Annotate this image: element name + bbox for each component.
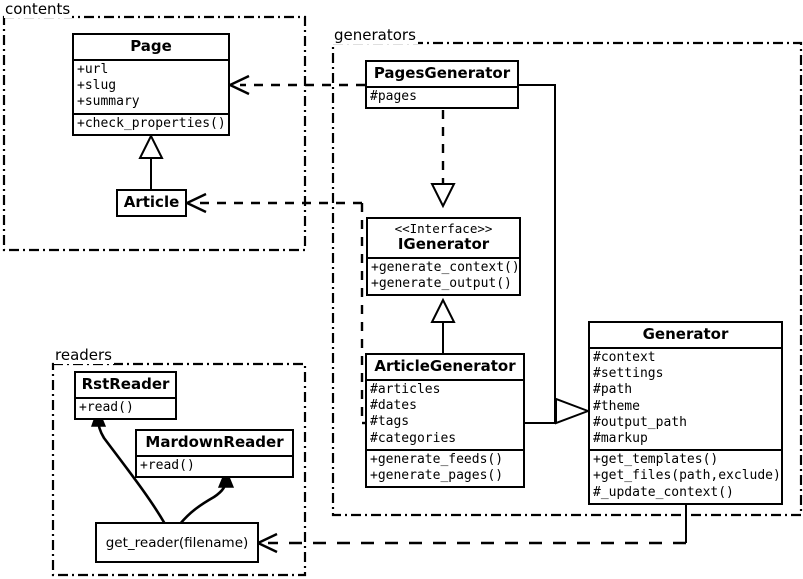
class-mardown-reader-operations: +read(): [137, 455, 292, 476]
class-mardown-reader-title: MardownReader: [145, 433, 284, 451]
readers-package-border: [51, 362, 307, 577]
attribute: #theme: [593, 398, 640, 414]
generators-package-border: [331, 41, 803, 517]
realization-pagesgenerator-igenerator: [430, 110, 456, 209]
class-page[interactable]: Page +url +slug +summary +check_properti…: [72, 33, 230, 136]
class-page-attributes: +url +slug +summary: [74, 59, 228, 113]
attribute: #path: [593, 382, 633, 398]
class-igenerator-operations: +generate_context() +generate_output(): [368, 257, 520, 294]
operation: +generate_context(): [371, 260, 520, 275]
generalization-article-page: [138, 133, 164, 190]
class-page-title: Page: [130, 37, 172, 55]
operation: #_update_context(): [593, 484, 734, 500]
class-rst-reader-title: RstReader: [81, 375, 170, 393]
class-article-title: Article: [123, 193, 180, 211]
operation: +read(): [79, 400, 134, 415]
operation: +generate_feeds(): [370, 451, 504, 467]
operation: +get_files(path,exclude): [593, 468, 781, 484]
class-article-generator[interactable]: ArticleGenerator #articles #dates #tags …: [365, 353, 525, 489]
class-igenerator-stereotype: <<Interface>>: [394, 221, 493, 236]
attribute: #categories: [370, 430, 457, 446]
operation: +check_properties(): [77, 115, 226, 131]
class-igenerator-header: <<Interface>> IGenerator: [368, 219, 519, 257]
attribute: #context: [593, 350, 656, 365]
generalization-articlegenerator-generator: [525, 397, 591, 425]
dependency-generator-getreader: [255, 503, 687, 554]
class-mardown-reader[interactable]: MardownReader +read(): [135, 429, 294, 479]
class-generator-title: Generator: [642, 325, 729, 343]
generators-package-label: generators: [333, 26, 418, 44]
operation: +read(): [140, 458, 195, 473]
class-article[interactable]: Article: [116, 189, 187, 217]
class-generator[interactable]: Generator #context #settings #path #them…: [588, 321, 783, 505]
dependency-articlegenerator-article: [184, 192, 365, 425]
attribute: #output_path: [593, 414, 687, 430]
class-pages-generator-attributes: #pages: [367, 86, 517, 107]
attribute: #articles: [370, 382, 441, 397]
class-rst-reader[interactable]: RstReader +read(): [74, 371, 177, 421]
contents-package-label: contents: [4, 0, 73, 18]
function-get-reader-label: get_reader(filename): [105, 534, 249, 551]
class-pages-generator-title: PagesGenerator: [373, 64, 511, 82]
operation: +generate_pages(): [370, 468, 504, 484]
attribute: +summary: [77, 94, 140, 110]
attribute: #tags: [370, 414, 410, 430]
class-article-generator-attributes: #articles #dates #tags #categories: [367, 379, 523, 449]
class-article-generator-title: ArticleGenerator: [374, 357, 516, 375]
dependency-pagesgenerator-page: [227, 74, 365, 96]
class-article-generator-operations: +generate_feeds() +generate_pages(): [367, 448, 523, 486]
generalization-articlegenerator-igenerator: [430, 297, 456, 353]
operation: +get_templates(): [593, 452, 719, 468]
attribute: #markup: [593, 431, 648, 447]
operation: +generate_output(): [371, 276, 512, 292]
class-rst-reader-operations: +read(): [76, 397, 175, 418]
attribute: #dates: [370, 398, 417, 414]
contents-package-border: [2, 15, 307, 252]
attribute: +slug: [77, 78, 117, 94]
attribute: +url: [77, 62, 109, 77]
generalization-pagesgenerator-generator: [519, 84, 556, 411]
class-generator-attributes: #context #settings #path #theme #output_…: [590, 347, 781, 449]
association-getreader-mardownreader: [179, 468, 235, 525]
class-pages-generator[interactable]: PagesGenerator #pages: [365, 60, 519, 110]
function-get-reader[interactable]: get_reader(filename): [95, 522, 259, 563]
attribute: #settings: [593, 366, 664, 382]
class-igenerator-title: IGenerator: [397, 235, 490, 253]
class-generator-operations: +get_templates() +get_files(path,exclude…: [590, 449, 781, 503]
attribute: #pages: [370, 89, 417, 104]
class-igenerator[interactable]: <<Interface>> IGenerator +generate_conte…: [366, 217, 521, 297]
class-page-operations: +check_properties(): [74, 112, 228, 134]
readers-package-label: readers: [54, 346, 114, 364]
